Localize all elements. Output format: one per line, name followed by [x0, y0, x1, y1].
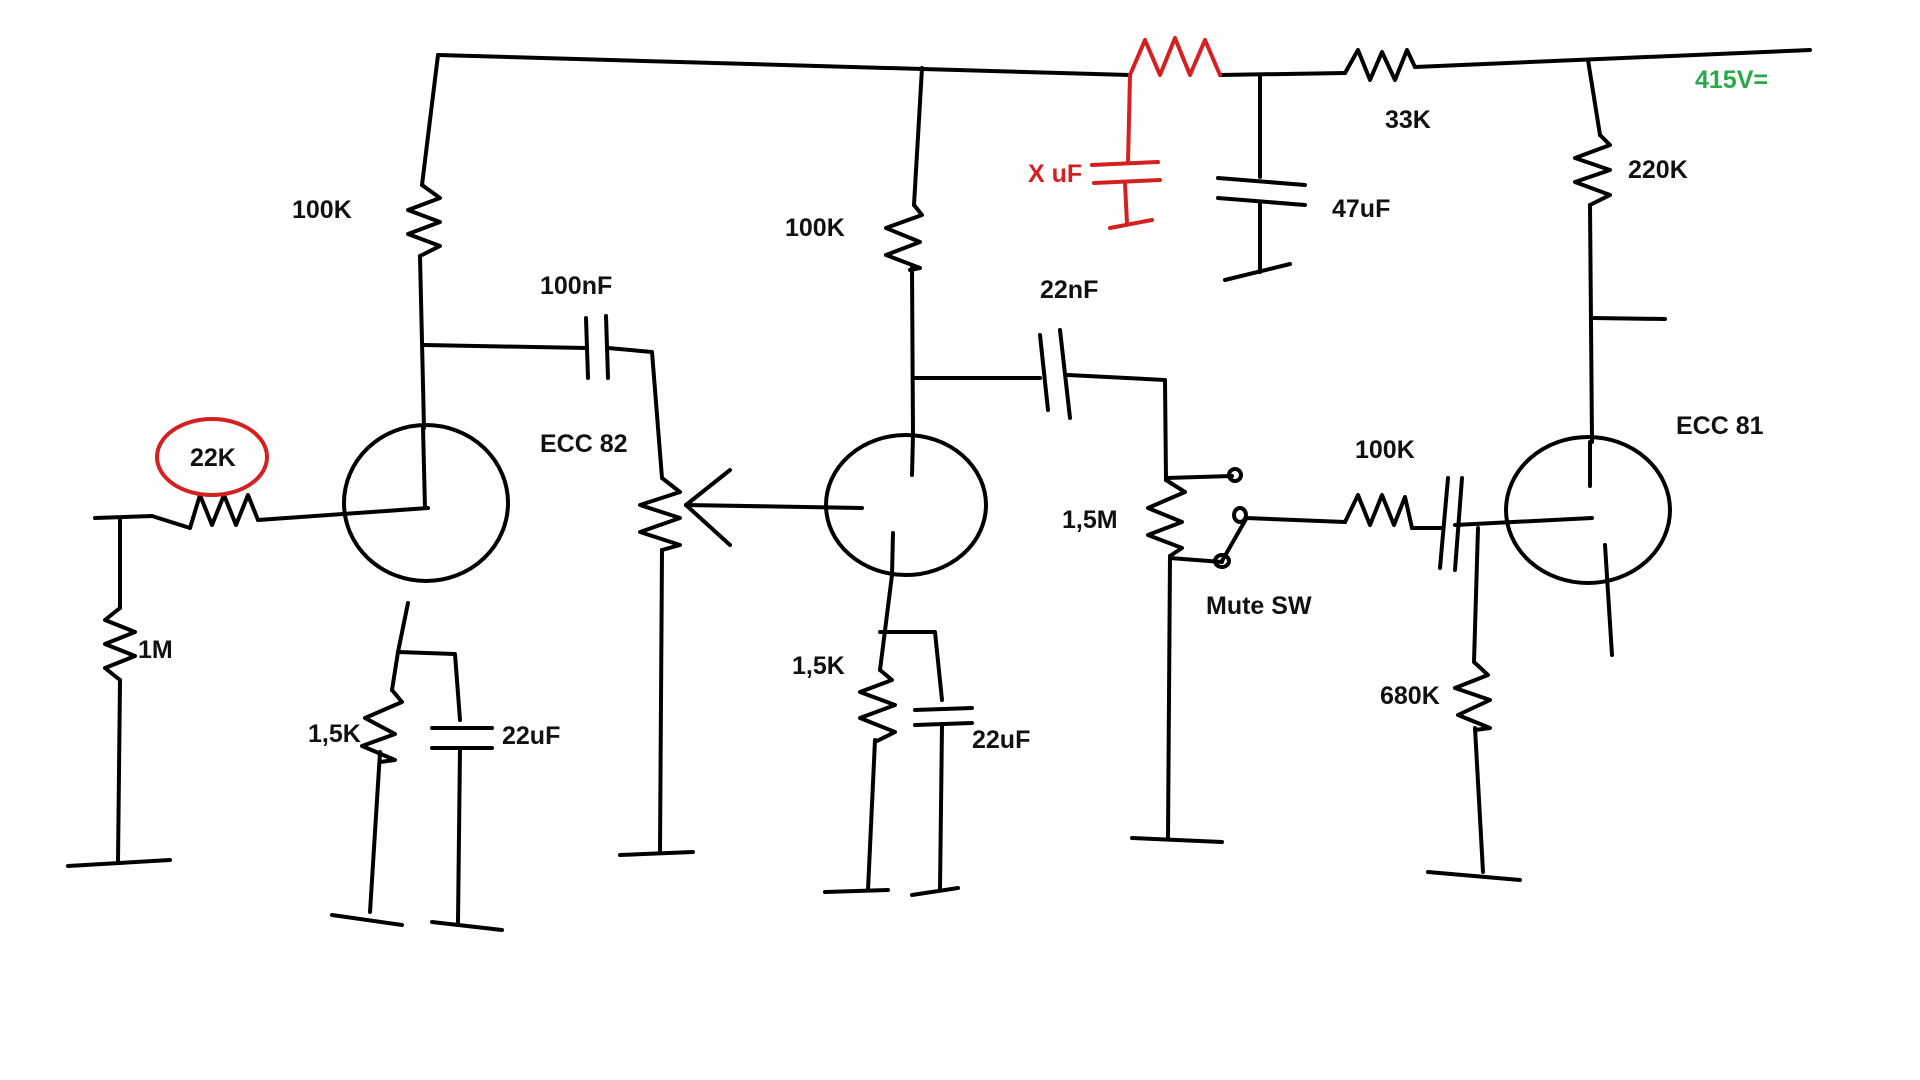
mute-switch	[1168, 467, 1347, 569]
input-resistor-22k	[188, 493, 430, 530]
tube-ecc81	[1504, 435, 1672, 657]
series-resistor-100k	[1343, 476, 1594, 572]
cathode-resistor-stage1-label: 1,5K	[308, 720, 361, 748]
cathode-capacitor-stage2-label: 22uF	[972, 726, 1031, 754]
resistor-33k	[1343, 48, 1417, 82]
tube-ecc81-label: ECC 81	[1676, 412, 1764, 440]
plate-resistor-stage2	[884, 66, 1042, 437]
grid-resistor-680k-label: 680K	[1380, 682, 1440, 710]
tube-ecc82-label: ECC 82	[540, 430, 628, 458]
grid-resistor-680k	[1426, 526, 1522, 882]
added-capacitor-label: X uF	[1028, 160, 1083, 188]
tube-ecc82-stage1	[342, 423, 510, 654]
tube-ecc82-stage2	[824, 433, 988, 577]
series-resistor-label: 100K	[1355, 436, 1415, 464]
coupling-capacitor-100nf	[584, 314, 664, 480]
plate-resistor-stage1	[406, 53, 588, 430]
filter-capacitor-label: 47uF	[1332, 195, 1391, 223]
highlight-ring-22k	[155, 417, 269, 497]
coupling-capacitor-22nf-label: 22nF	[1040, 276, 1099, 304]
plate-resistor-stage2-label: 100K	[785, 214, 845, 242]
supply-voltage-label: 415V=	[1695, 66, 1768, 94]
volume-potentiometer	[618, 468, 864, 857]
plate-resistor-220k	[1573, 58, 1667, 444]
cathode-resistor-stage2-label: 1,5K	[792, 652, 845, 680]
dropper-resistor-label: 33K	[1385, 106, 1431, 134]
cathode-network-stage2	[823, 573, 974, 897]
coupling-capacitor-100nf-label: 100nF	[540, 272, 613, 300]
grid-resistor-label: 1M	[138, 636, 173, 664]
mute-resistor-1-5m	[1130, 474, 1234, 844]
added-capacitor-red	[1090, 73, 1162, 230]
supply-rail	[436, 48, 1812, 77]
input-and-grid-resistor	[66, 514, 192, 868]
mute-resistor-label: 1,5M	[1062, 506, 1118, 534]
plate-resistor-stage1-label: 100K	[292, 196, 352, 224]
dropper-resistor-red	[1128, 36, 1222, 77]
coupling-capacitor-22nf	[1038, 328, 1168, 482]
plate-resistor-220k-label: 220K	[1628, 156, 1688, 184]
input-resistor-label: 22K	[190, 444, 236, 472]
mute-switch-label: Mute SW	[1206, 592, 1312, 620]
filter-capacitor-47uf	[1216, 75, 1307, 282]
cathode-network-stage1	[330, 650, 504, 932]
cathode-capacitor-stage1-label: 22uF	[502, 722, 561, 750]
